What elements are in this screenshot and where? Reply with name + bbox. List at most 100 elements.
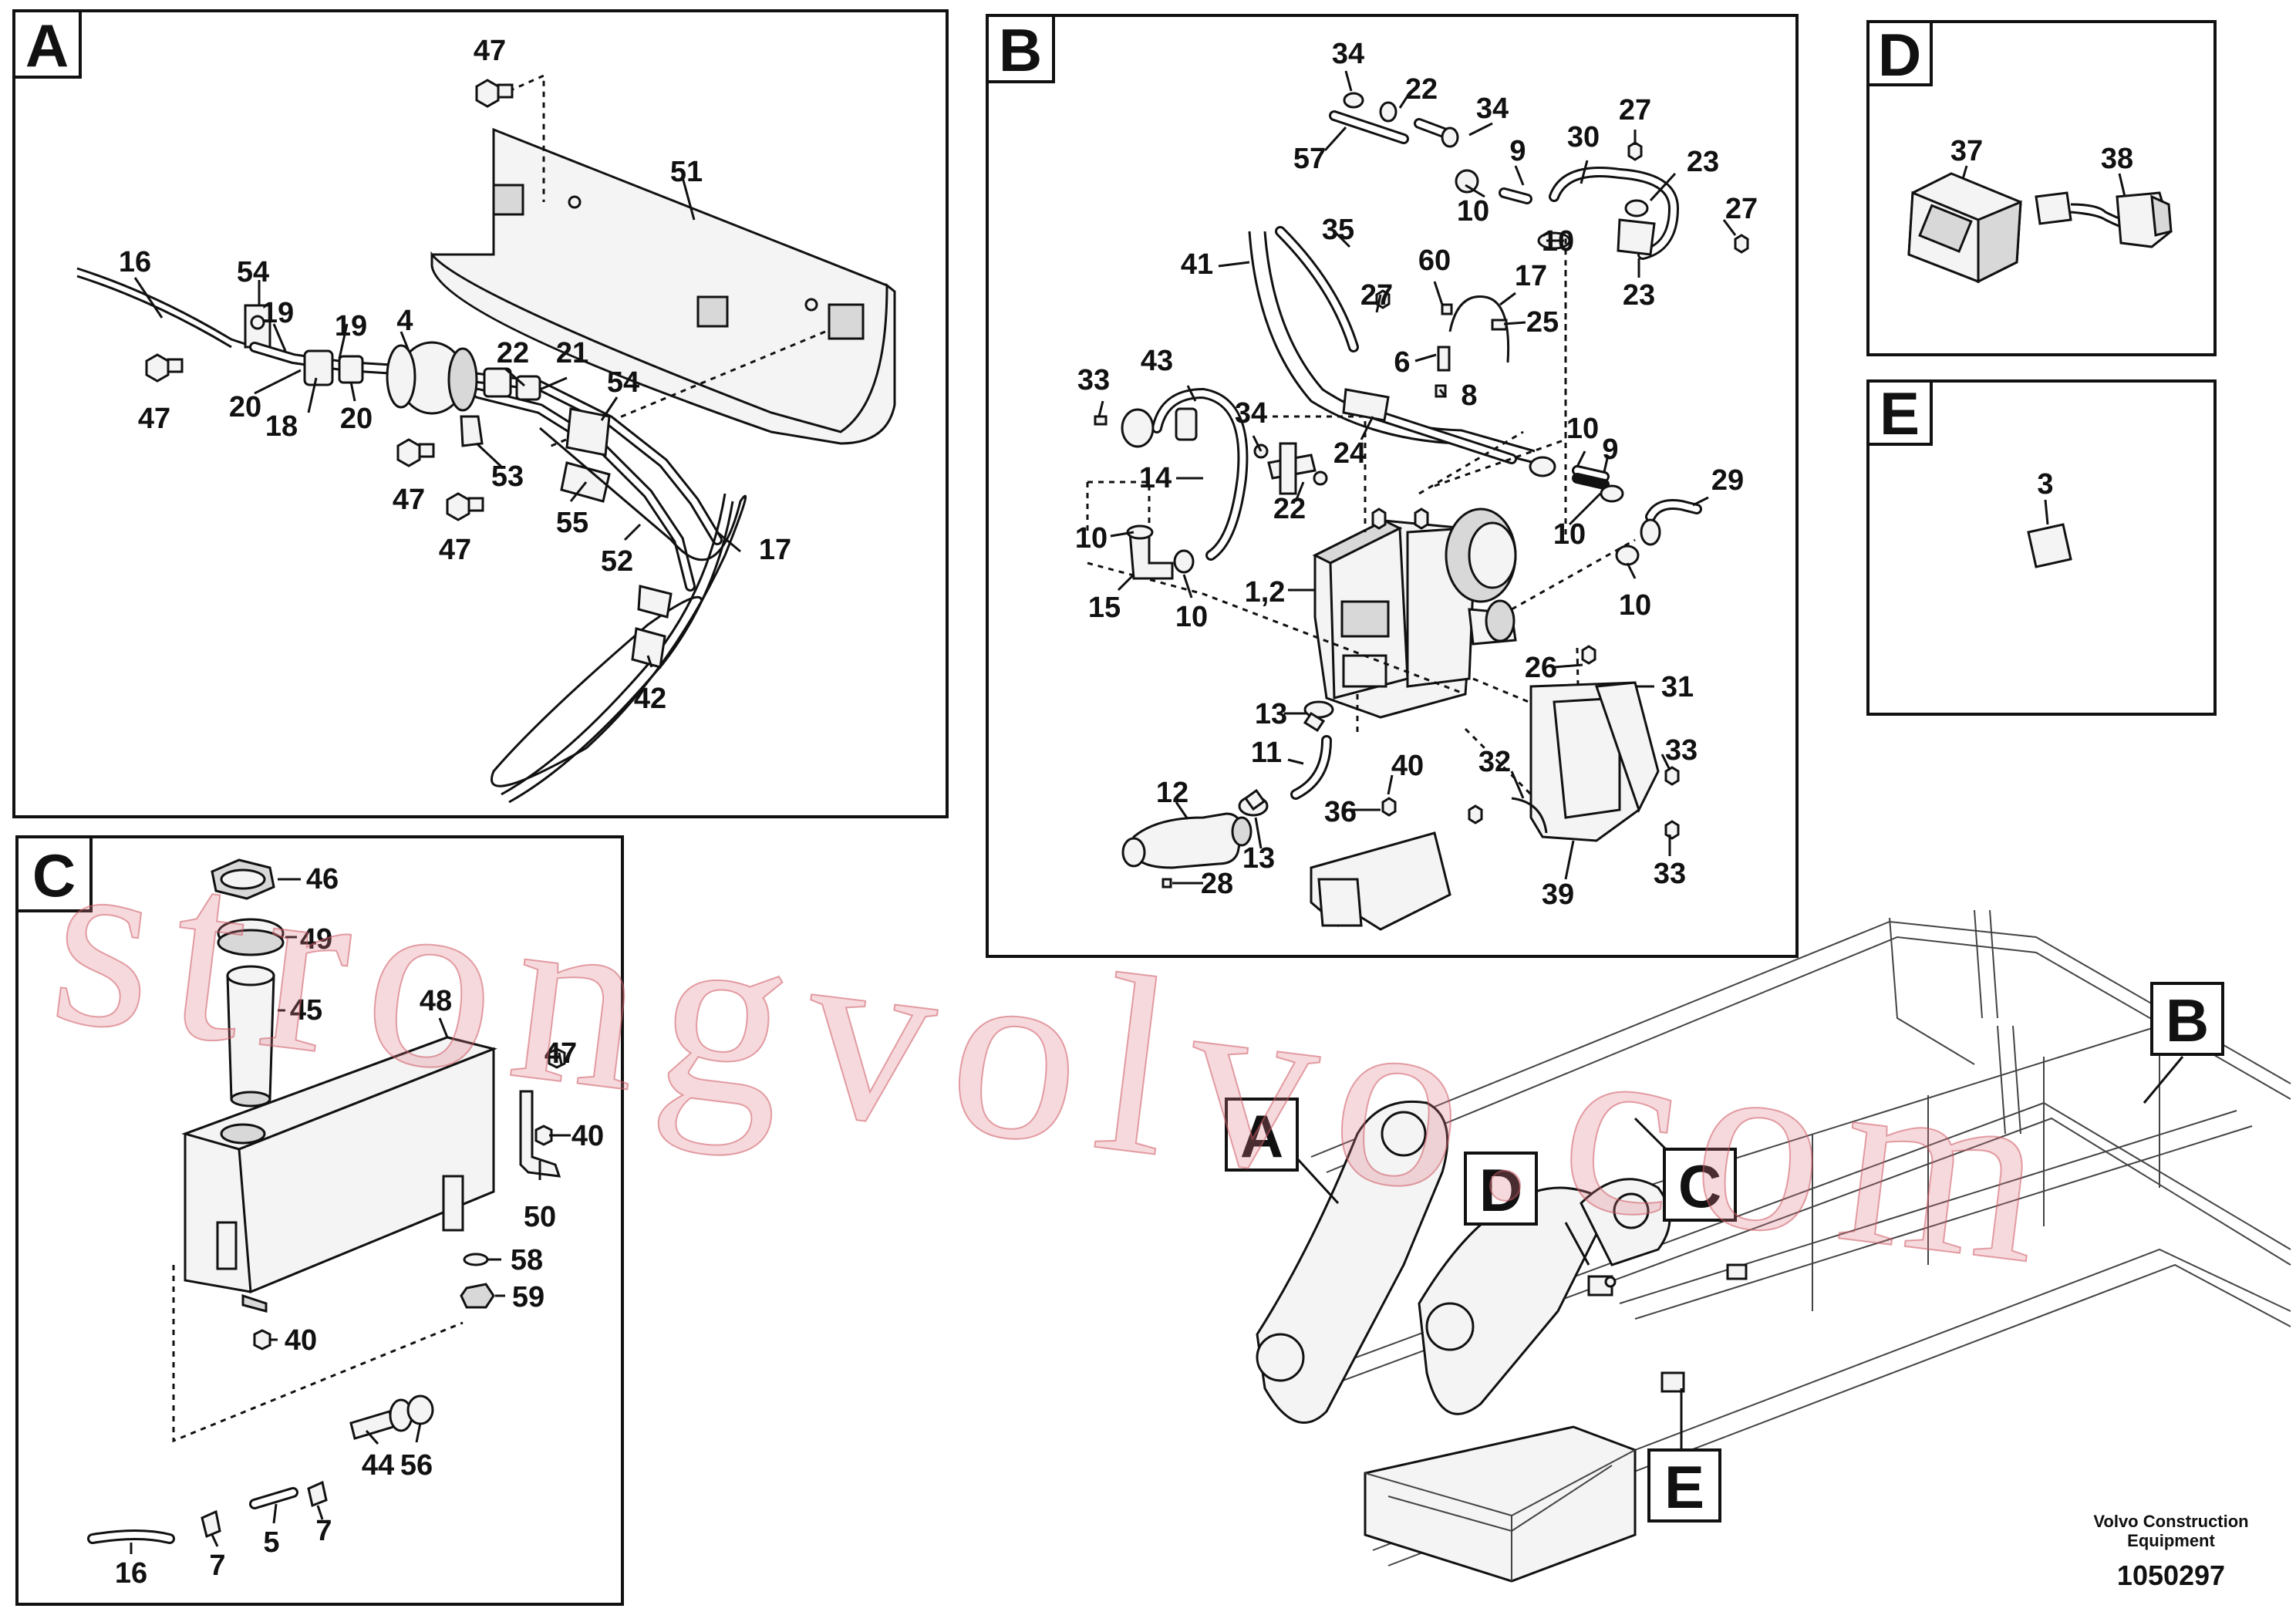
callout-47: 47: [439, 534, 471, 566]
panel-c-frame: [15, 835, 624, 1606]
callout-22: 22: [1273, 493, 1306, 525]
wire-17: [501, 493, 727, 796]
callout-23: 23: [1623, 279, 1655, 312]
callout-19: 19: [261, 297, 294, 329]
panel-a-frame: [12, 9, 949, 818]
callout-59: 59: [512, 1281, 544, 1313]
callout-35: 35: [1322, 214, 1354, 246]
callout-52: 52: [601, 545, 633, 578]
panel-e-frame: [1866, 379, 2217, 716]
bracket-plate: [430, 127, 896, 445]
heater-unit: [1312, 508, 1517, 719]
callout-16: 16: [119, 246, 151, 278]
callout-6: 6: [1394, 346, 1410, 379]
callout-56: 56: [400, 1449, 433, 1482]
fuel-filter: [386, 341, 478, 415]
drawing-number: 1050297: [2117, 1560, 2225, 1591]
callout-21: 21: [556, 337, 588, 369]
panel-c-tag: C: [32, 841, 76, 909]
arrow-b: [2143, 1056, 2184, 1104]
callout-13: 13: [1242, 842, 1275, 875]
callout-20: 20: [229, 391, 261, 423]
panel-a-tag: A: [25, 12, 69, 79]
callout-43: 43: [1141, 345, 1173, 377]
panel-d-tag-box: [1866, 20, 1933, 86]
callout-38: 38: [2101, 143, 2133, 175]
panel-d-frame: [1866, 20, 2217, 356]
panel-b: B: [986, 14, 1799, 958]
clip-54-right: [565, 407, 611, 457]
callout-47: 47: [138, 403, 170, 435]
callout-17: 17: [1515, 260, 1547, 292]
callout-24: 24: [1333, 437, 1366, 470]
panel-c-tag-box: [15, 835, 93, 912]
cable-16: [76, 267, 255, 349]
callout-39: 39: [1542, 878, 1574, 911]
panel-c: C: [15, 835, 624, 1606]
callout-10: 10: [1542, 225, 1574, 258]
callout-58: 58: [511, 1244, 543, 1276]
callout-22: 22: [497, 337, 529, 369]
fitting-44: [349, 1410, 395, 1440]
callout-1-2: 1,2: [1245, 576, 1286, 609]
callout-50: 50: [524, 1201, 556, 1233]
control-panel-37: [1907, 172, 2022, 284]
callout-45: 45: [290, 994, 322, 1027]
callout-53: 53: [491, 460, 524, 493]
callout-10: 10: [1457, 195, 1489, 228]
muffler-12: [1121, 812, 1253, 869]
callout-33: 33: [1077, 364, 1110, 396]
callout-10: 10: [1175, 601, 1208, 633]
callout-23: 23: [1687, 146, 1719, 178]
callout-3: 3: [2037, 468, 2053, 501]
callout-47: 47: [544, 1037, 577, 1070]
clamp-7: [201, 1509, 221, 1539]
callout-17: 17: [759, 534, 791, 566]
callout-40: 40: [1391, 750, 1424, 782]
panel-b-tag-box: [986, 14, 1055, 83]
callout-30: 30: [1567, 121, 1600, 153]
arrow-c: [1633, 1117, 1667, 1151]
brand-line-1: Volvo Construction: [2093, 1512, 2248, 1531]
bracket-50: [519, 1090, 561, 1178]
callout-16: 16: [115, 1557, 147, 1590]
brand-line-2: Equipment: [2127, 1531, 2215, 1550]
callout-27: 27: [1725, 193, 1758, 225]
callout-9: 9: [1509, 135, 1526, 167]
callout-41: 41: [1181, 248, 1213, 281]
callout-42: 42: [634, 683, 666, 715]
wire-loop-52: [491, 427, 747, 787]
callout-20: 20: [340, 403, 373, 435]
panel-d-tag: D: [1878, 21, 1921, 89]
callout-33: 33: [1665, 734, 1698, 767]
oring-56: [406, 1394, 434, 1425]
clamp-34: [1343, 92, 1364, 109]
bolt-icon: [145, 353, 184, 383]
panel-d: D 37 38: [1866, 20, 2217, 356]
hose-41: [1248, 231, 1536, 464]
callout-34: 34: [1235, 397, 1267, 430]
callout-9: 9: [1602, 433, 1618, 466]
callout-29: 29: [1711, 464, 1744, 497]
panel-e: E 3: [1866, 379, 2217, 716]
arrow-a: [1294, 1155, 1340, 1205]
callout-44: 44: [362, 1449, 394, 1482]
callout-18: 18: [265, 410, 298, 443]
panel-e-tag: E: [1880, 379, 1920, 447]
callout-10: 10: [1553, 518, 1586, 551]
bolt-icon: [446, 492, 484, 521]
callout-46: 46: [306, 863, 339, 895]
fuel-tank-48: [181, 1036, 497, 1313]
overview-label-c: C: [1678, 1152, 1721, 1220]
clip-53: [460, 415, 484, 447]
callout-36: 36: [1324, 796, 1357, 828]
callout-60: 60: [1418, 244, 1451, 277]
callout-51: 51: [670, 156, 703, 188]
callout-7: 7: [209, 1549, 225, 1582]
callout-8: 8: [1461, 379, 1477, 412]
callout-27: 27: [1360, 279, 1393, 312]
callout-27: 27: [1619, 94, 1651, 126]
arrow-d: [1564, 1222, 1590, 1266]
callout-10: 10: [1075, 522, 1108, 555]
